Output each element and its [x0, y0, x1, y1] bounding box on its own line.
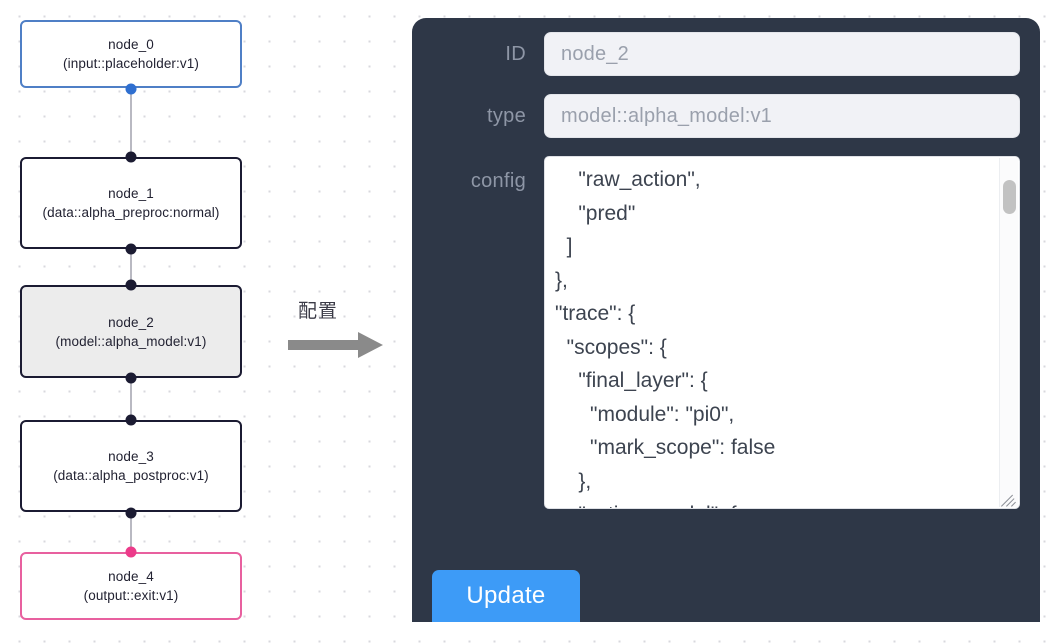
graph-node-label: node_4(output::exit:v1)	[28, 567, 234, 605]
edge-node2-node3	[130, 377, 132, 415]
node-type-text: (output::exit:v1)	[83, 588, 179, 603]
node-id-text: node_3	[108, 449, 154, 464]
field-row-type: type model::alpha_model:v1	[432, 94, 1020, 138]
node-type-text: (input::placeholder:v1)	[63, 56, 199, 71]
graph-node-label: node_3(data::alpha_postproc:v1)	[28, 447, 234, 485]
config-textarea[interactable]	[544, 156, 1020, 509]
config-textarea-scrollbar[interactable]	[999, 158, 1018, 507]
graph-node-label: node_2(model::alpha_model:v1)	[28, 313, 234, 351]
graph-node-node_1[interactable]: node_1(data::alpha_preproc:normal)	[20, 157, 242, 249]
node-id-text: node_0	[108, 37, 154, 52]
graph-node-node_2[interactable]: node_2(model::alpha_model:v1)	[20, 285, 242, 378]
graph-node-label: node_0(input::placeholder:v1)	[28, 35, 234, 73]
config-arrow-annotation: 配置	[288, 296, 398, 366]
node-handle-target-node_4[interactable]	[125, 546, 137, 558]
config-textarea-resize-handle[interactable]	[1001, 490, 1018, 507]
node-handle-source-node_2[interactable]	[125, 372, 137, 384]
node-id-text: node_1	[108, 186, 154, 201]
field-row-config: config	[432, 156, 1020, 509]
node-handle-source-node_0[interactable]	[125, 83, 137, 95]
config-field-label: config	[470, 170, 526, 192]
type-field-label: type	[486, 104, 526, 127]
node-graph[interactable]: node_0(input::placeholder:v1) node_1(dat…	[0, 0, 300, 643]
edge-node1-node2	[130, 248, 132, 283]
graph-node-node_3[interactable]: node_3(data::alpha_postproc:v1)	[20, 420, 242, 512]
node-id-text: node_2	[108, 314, 154, 330]
node-config-panel: ID node_2 type model::alpha_model:v1 con…	[412, 18, 1040, 622]
node-handle-target-node_2[interactable]	[125, 279, 137, 291]
id-input[interactable]: node_2	[544, 32, 1020, 76]
graph-node-node_0[interactable]: node_0(input::placeholder:v1)	[20, 20, 242, 88]
node-handle-source-node_3[interactable]	[125, 507, 137, 519]
arrow-label: 配置	[298, 301, 339, 322]
edge-node0-node1	[130, 88, 132, 158]
node-handle-target-node_3[interactable]	[125, 414, 137, 426]
node-id-text: node_4	[108, 569, 154, 584]
node-type-text: (model::alpha_model:v1)	[55, 333, 207, 349]
graph-node-label: node_1(data::alpha_preproc:normal)	[28, 184, 234, 222]
update-button[interactable]: Update	[432, 570, 580, 622]
node-type-text: (data::alpha_preproc:normal)	[42, 205, 220, 220]
edge-node3-node4	[130, 512, 132, 550]
config-textarea-scrollbar-thumb[interactable]	[1003, 180, 1016, 214]
type-input[interactable]: model::alpha_model:v1	[544, 94, 1020, 138]
node-type-text: (data::alpha_postproc:v1)	[53, 468, 209, 483]
node-handle-source-node_1[interactable]	[125, 243, 137, 255]
node-handle-target-node_1[interactable]	[125, 151, 137, 163]
config-textarea-wrapper	[544, 156, 1020, 509]
graph-node-node_4[interactable]: node_4(output::exit:v1)	[20, 552, 242, 620]
id-field-label: ID	[505, 42, 526, 65]
field-row-id: ID node_2	[432, 32, 1020, 76]
arrow-right-icon	[288, 332, 383, 358]
